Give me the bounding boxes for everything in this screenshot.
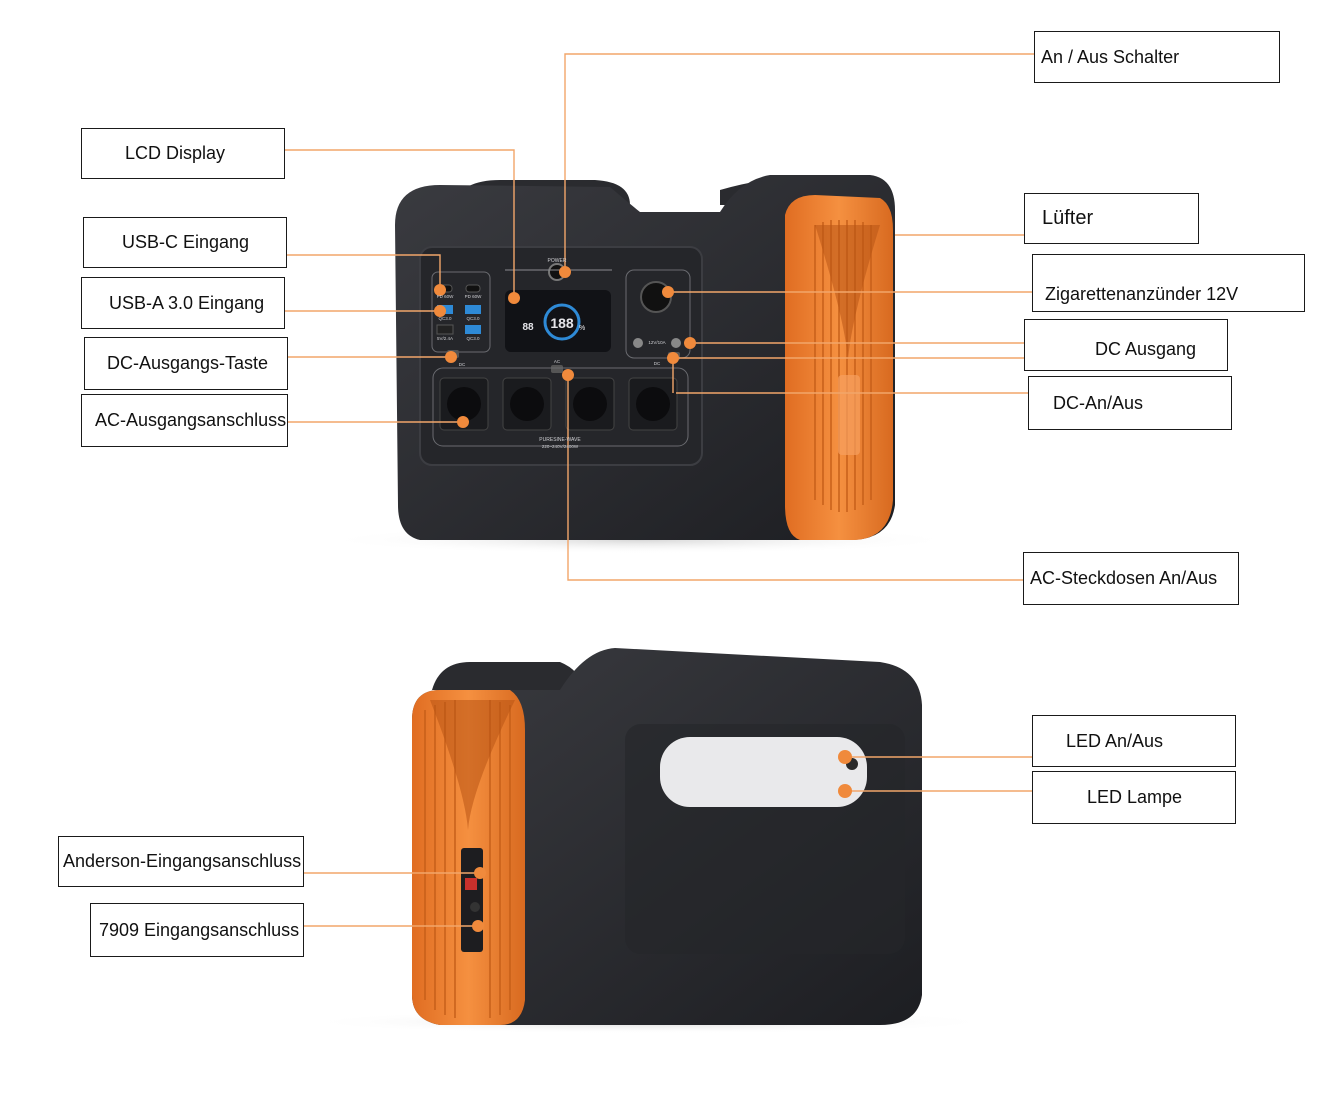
label-cigarette-lighter: Zigarettenanzünder 12V — [1032, 254, 1305, 312]
dot-led-on-off — [838, 750, 852, 764]
label-power-switch: An / Aus Schalter — [1034, 31, 1280, 83]
svg-text:QC3.0: QC3.0 — [466, 336, 480, 341]
dot-led-lamp — [838, 784, 852, 798]
front-device — [320, 175, 960, 554]
dot-usbc — [434, 284, 446, 296]
svg-text:AC: AC — [554, 359, 561, 364]
svg-text:PD 60W: PD 60W — [437, 294, 455, 299]
back-input-panel — [461, 848, 483, 952]
ac-socket-group — [432, 367, 689, 447]
label-lcd-display: LCD Display — [81, 128, 285, 179]
svg-text:QC3.0: QC3.0 — [466, 316, 480, 321]
svg-text:220~240V/2400W: 220~240V/2400W — [542, 444, 579, 449]
label-led-lamp: LED Lampe — [1032, 771, 1236, 824]
back-led-lamp — [660, 737, 867, 807]
label-led-on-off: LED An/Aus — [1032, 715, 1236, 767]
back-device — [300, 648, 1000, 1034]
label-dc-button: DC-Ausgangs-Taste — [84, 337, 288, 390]
panel-micro-text: POWER PD 60W PD 60W QC3.0 QC3.0 5V/2.4A … — [437, 258, 666, 449]
svg-text:12V/10A: 12V/10A — [648, 340, 665, 345]
dc-port-group — [625, 269, 691, 359]
lcd-percent: % — [579, 325, 585, 332]
label-anderson-input: Anderson-Eingangsanschluss — [58, 836, 304, 887]
dot-lcd — [508, 292, 520, 304]
svg-text:QC3.0: QC3.0 — [438, 316, 452, 321]
dot-7909 — [472, 920, 484, 932]
dot-cigarette — [662, 286, 674, 298]
leader-dots — [434, 266, 852, 932]
dot-power — [559, 266, 571, 278]
svg-text:PD 60W: PD 60W — [465, 294, 483, 299]
dot-dc-output — [684, 337, 696, 349]
dot-usba — [434, 305, 446, 317]
front-side-sticker — [838, 375, 860, 455]
back-vent-grille — [430, 700, 515, 830]
svg-text:5V/2.4A: 5V/2.4A — [437, 336, 453, 341]
dot-ac-on-off — [562, 369, 574, 381]
ac-sockets — [439, 377, 678, 431]
svg-text:DC: DC — [459, 362, 466, 367]
label-7909-input: 7909 Eingangsanschluss — [90, 903, 304, 957]
lcd-small-digits: 88 — [522, 322, 534, 333]
label-fan: Lüfter — [1024, 193, 1199, 244]
usb-port-group — [431, 271, 491, 353]
label-dc-output: DC Ausgang — [1024, 319, 1228, 371]
dot-dc-on-off — [667, 352, 679, 364]
label-ac-on-off: AC-Steckdosen An/Aus — [1023, 552, 1239, 605]
label-dc-on-off: DC-An/Aus — [1028, 376, 1232, 430]
label-usb-a-input: USB-A 3.0 Eingang — [81, 277, 285, 329]
label-usb-c-input: USB-C Eingang — [83, 217, 287, 268]
dot-anderson — [474, 867, 486, 879]
leader-lines — [285, 53, 1035, 927]
lcd-screen — [505, 290, 611, 352]
back-handle-left — [432, 662, 585, 690]
label-ac-output: AC-Ausgangsanschluss — [81, 394, 288, 447]
svg-text:DC: DC — [654, 361, 661, 366]
dot-ac-output — [457, 416, 469, 428]
dot-dc-button — [445, 351, 457, 363]
lcd-main-digits: 188 — [550, 315, 574, 331]
svg-text:PURESINE-WAVE: PURESINE-WAVE — [539, 437, 581, 443]
panel-text-power: POWER — [548, 258, 567, 264]
